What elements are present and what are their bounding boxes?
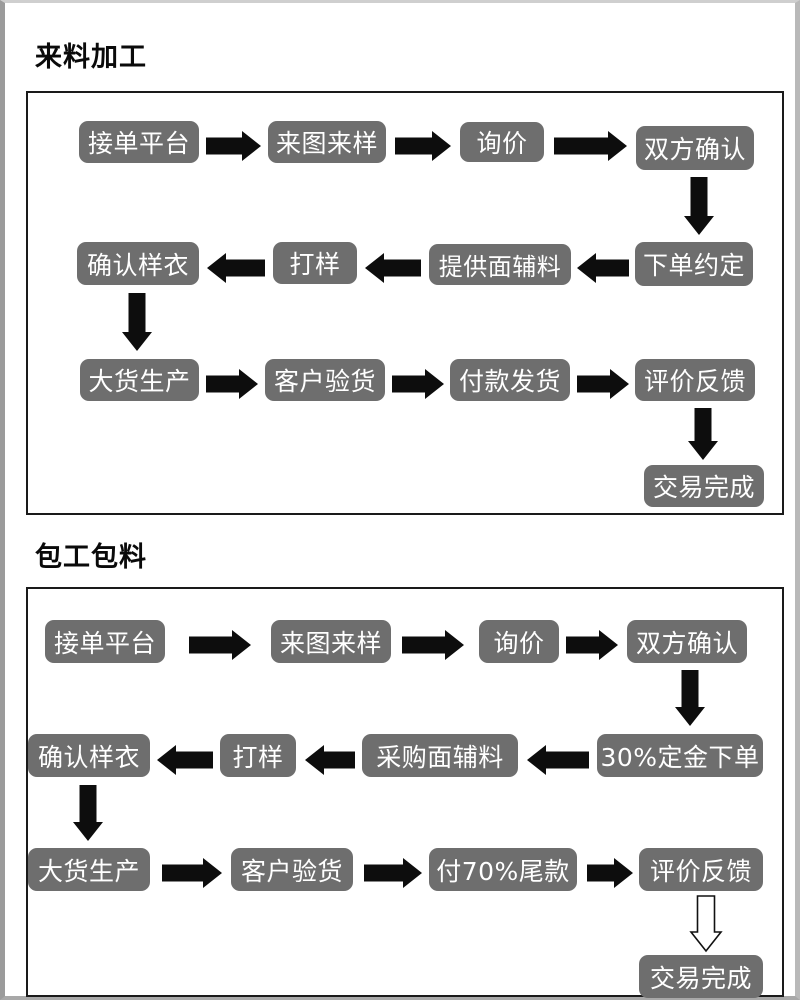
flow-node: 采购面辅料 bbox=[362, 734, 518, 777]
flow-arrow-left bbox=[157, 745, 213, 775]
flow-arrow-down-hollow bbox=[689, 895, 723, 953]
flow-node: 交易完成 bbox=[639, 955, 763, 998]
flow-node: 交易完成 bbox=[644, 465, 764, 507]
flow-arrow-down bbox=[688, 408, 718, 460]
flow-node: 客户验货 bbox=[231, 848, 353, 891]
flow-arrow-right bbox=[577, 369, 629, 399]
flow-node: 确认样衣 bbox=[77, 242, 199, 285]
flow-node: 30%定金下单 bbox=[597, 734, 763, 777]
flow-arrow-down bbox=[122, 293, 152, 351]
flow-node: 确认样衣 bbox=[28, 734, 150, 777]
flow-node: 来图来样 bbox=[268, 121, 386, 163]
flow-arrow-right bbox=[189, 630, 251, 660]
flow-arrow-right bbox=[554, 131, 627, 161]
section-title-1: 来料加工 bbox=[35, 42, 147, 73]
flow-arrow-right bbox=[206, 131, 261, 161]
flow-arrow-left bbox=[527, 745, 589, 775]
flow-node: 下单约定 bbox=[635, 242, 753, 286]
flow-arrow-right bbox=[162, 858, 222, 888]
flow-node: 评价反馈 bbox=[635, 359, 755, 401]
flow-node: 付款发货 bbox=[450, 359, 570, 401]
flow-node: 提供面辅料 bbox=[429, 244, 571, 285]
flow-arrow-right bbox=[392, 369, 444, 399]
flow-arrow-left bbox=[207, 253, 265, 283]
flow-arrow-down bbox=[675, 670, 705, 726]
flow-arrow-left bbox=[305, 745, 355, 775]
flow-arrow-left bbox=[365, 253, 421, 283]
flow-arrow-down bbox=[73, 785, 103, 841]
flow-arrow-right bbox=[206, 369, 258, 399]
flow-node: 接单平台 bbox=[79, 121, 199, 163]
flow-arrow-right bbox=[395, 131, 451, 161]
flow-arrow-left bbox=[577, 253, 629, 283]
flow-arrow-right bbox=[587, 858, 633, 888]
flow-node: 双方确认 bbox=[636, 126, 754, 170]
flow-node: 客户验货 bbox=[265, 359, 385, 401]
flow-arrow-down bbox=[684, 177, 714, 235]
flow-arrow-right bbox=[566, 630, 618, 660]
flow-node: 询价 bbox=[479, 620, 559, 663]
flow-node: 询价 bbox=[460, 122, 544, 162]
flow-arrow-right bbox=[364, 858, 422, 888]
flow-node: 付70%尾款 bbox=[429, 848, 577, 891]
flow-node: 接单平台 bbox=[45, 620, 165, 663]
flow-node: 打样 bbox=[273, 242, 357, 284]
flow-node: 来图来样 bbox=[271, 620, 391, 663]
flow-node: 大货生产 bbox=[80, 359, 199, 401]
flow-arrow-right bbox=[402, 630, 464, 660]
flow-node: 评价反馈 bbox=[639, 848, 763, 891]
flow-node: 大货生产 bbox=[28, 848, 150, 891]
flow-node: 双方确认 bbox=[627, 620, 747, 663]
section-title-2: 包工包料 bbox=[35, 542, 147, 573]
flow-node: 打样 bbox=[220, 734, 296, 777]
